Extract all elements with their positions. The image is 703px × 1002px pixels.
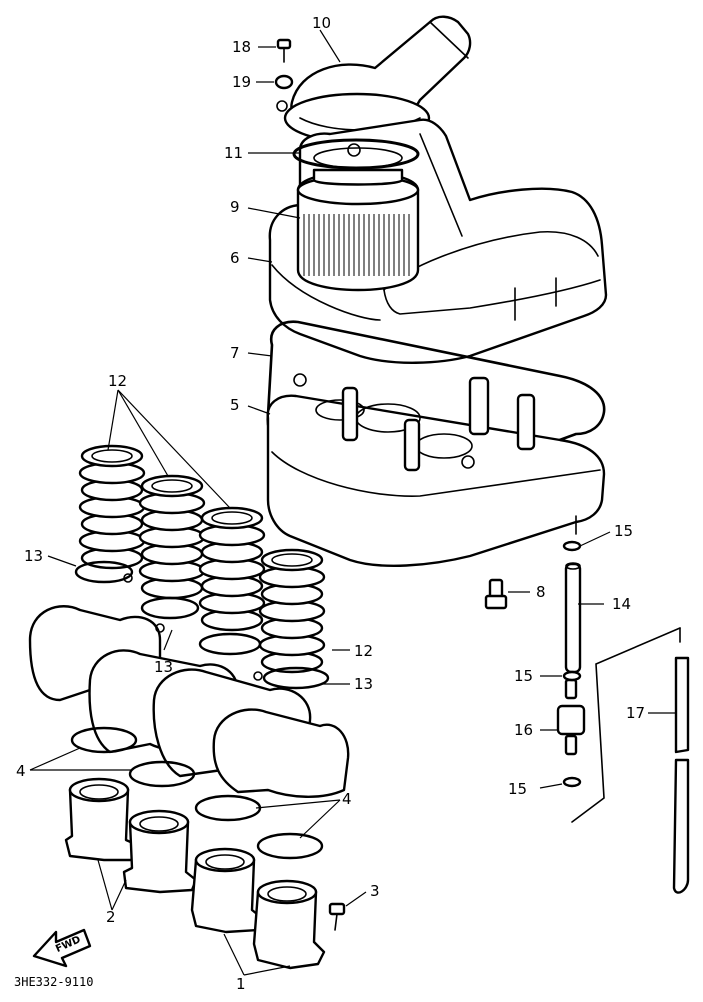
intake-duct-part-10: [276, 15, 472, 144]
boot-ring: [80, 444, 144, 468]
breather-hose-part-17: [571, 627, 690, 894]
screw-part-3: [328, 902, 346, 931]
callout-11: 11: [224, 144, 243, 162]
boot-ring: [140, 474, 204, 498]
callout-4-left: 4: [16, 762, 26, 780]
callout-14: 14: [612, 595, 631, 613]
intake-boot: [198, 506, 266, 632]
callout-17: 17: [626, 704, 645, 722]
callout-9: 9: [230, 198, 240, 216]
boot-mouth: [91, 449, 133, 463]
o-ring-part-11: [292, 138, 420, 170]
joints-part-1: [190, 847, 326, 970]
callout-13-right: 13: [354, 675, 373, 693]
callout-16: 16: [514, 721, 533, 739]
callout-10: 10: [312, 14, 331, 32]
boot-mouth: [271, 553, 313, 567]
callout-5: 5: [230, 396, 240, 414]
washer-part-19: [274, 74, 294, 90]
callout-18: 18: [232, 38, 251, 56]
callout-3: 3: [370, 882, 380, 900]
carburetor-joints-part-12: [78, 444, 326, 674]
boot-mouth: [211, 511, 253, 525]
intake-boot: [138, 474, 206, 600]
callout-13-left: 13: [24, 547, 43, 565]
callout-12-right: 12: [354, 642, 373, 660]
callout-1: 1: [236, 975, 246, 993]
clamp-part-13-mid: [198, 632, 262, 656]
boot-ring: [200, 506, 264, 530]
callout-12-top: 12: [108, 372, 127, 390]
clamps-part-4: [70, 726, 324, 860]
clip-part-15-top: [562, 540, 582, 552]
callout-13-center: 13: [154, 658, 173, 676]
intake-boot: [78, 444, 146, 570]
drain-hose-part-14: [564, 562, 582, 674]
callout-2: 2: [106, 908, 116, 926]
callout-7: 7: [230, 344, 240, 362]
callout-19: 19: [232, 73, 251, 91]
callout-15-bottom: 15: [508, 780, 527, 798]
callout-4-right: 4: [342, 790, 352, 808]
clamp-part-13-left: [74, 560, 134, 584]
drawing-code: 3HE332-9110: [14, 975, 93, 989]
bolt-part-8: [484, 578, 508, 610]
clamp-part-13-center: [140, 596, 200, 633]
clip-part-15-mid: [562, 670, 582, 682]
callout-15-top: 15: [614, 522, 633, 540]
air-filter-element-part-9: [296, 143, 420, 292]
joints-part-2: [64, 777, 198, 894]
filter-pleats: [303, 214, 410, 276]
clamp-part-13-right: [253, 666, 330, 690]
screw-part-18: [276, 38, 292, 63]
drain-plug-part-16: [556, 678, 586, 756]
callout-8: 8: [536, 583, 546, 601]
carburetor-assembly: [28, 605, 350, 798]
callout-labels: 18 19 10 11 9 6 7 5 8 15 14 15 16 15 17 …: [16, 14, 645, 993]
clip-part-15-bottom: [562, 776, 582, 788]
callout-15-mid: 15: [514, 667, 533, 685]
air-box-case-part-5: [266, 373, 606, 567]
leader-lines: [29, 29, 676, 976]
forward-arrow-icon: FWD: [32, 928, 92, 968]
boot-mouth: [151, 479, 193, 493]
intake-boot: [258, 548, 326, 674]
boot-ring: [260, 548, 324, 572]
callout-6: 6: [230, 249, 240, 267]
